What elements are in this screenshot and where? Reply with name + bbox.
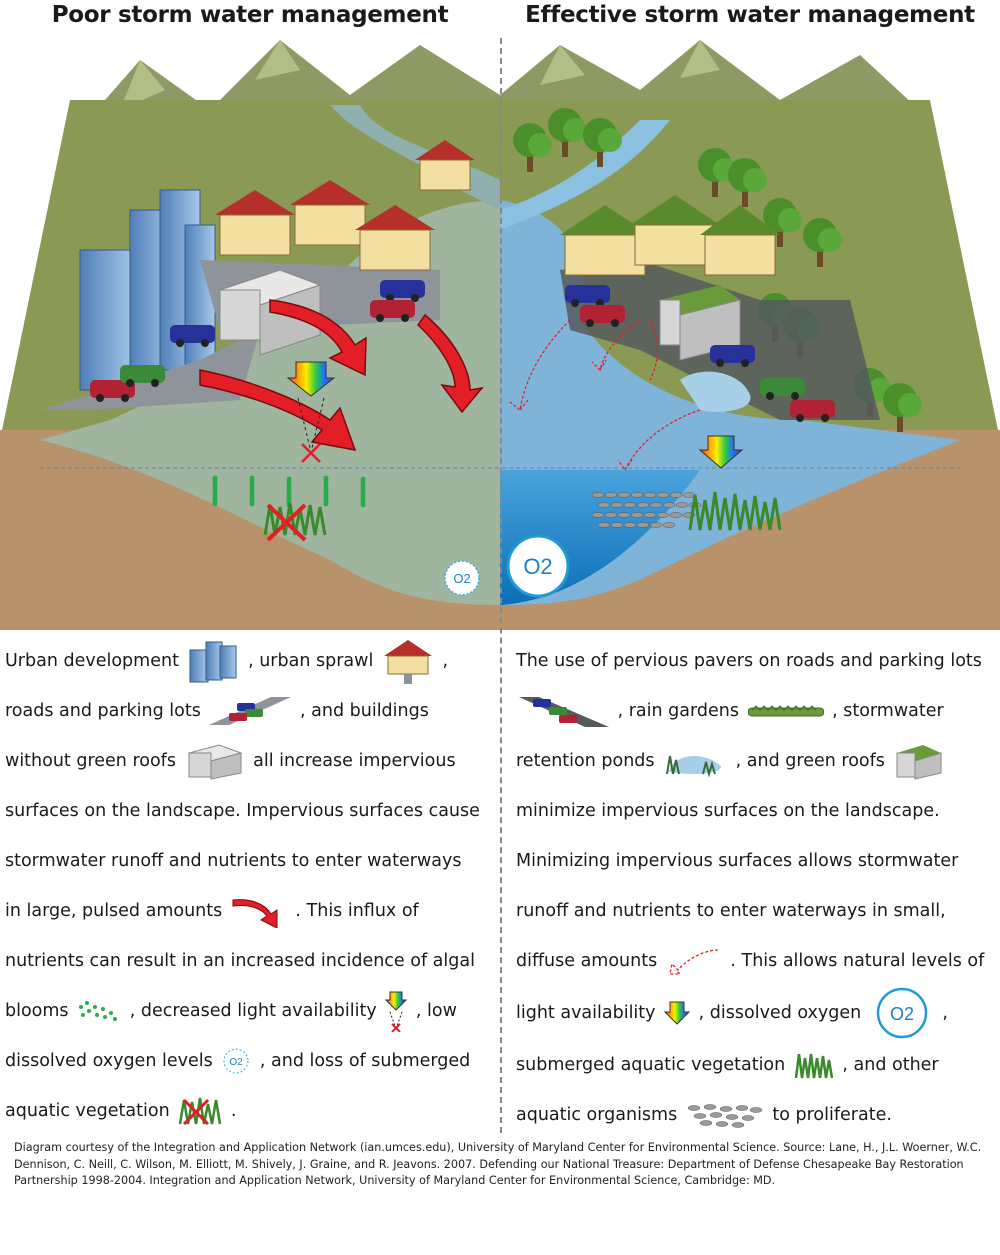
retention-pond-icon (666, 755, 722, 778)
skyscrapers (79, 189, 216, 391)
text-line: diffuse amounts (516, 951, 658, 971)
algal-bloom (212, 475, 366, 508)
text-line: , rain gardens (617, 701, 739, 721)
pulsed-runoff-arrows (199, 299, 484, 451)
skyscraper-icon (189, 641, 237, 683)
dissolved-oxygen-small-icon: O2 (876, 987, 928, 1039)
text-line: , and buildings (300, 701, 429, 721)
poor-management-description: Urban development , urban sprawl , roads… (5, 636, 495, 1136)
natural-light-icon (698, 435, 744, 469)
submerged-vegetation (688, 491, 782, 531)
text-line: . This influx of (295, 901, 419, 921)
tree (883, 383, 922, 432)
dissolved-oxygen-icon: O2 (506, 534, 570, 598)
text-line: without green roofs (5, 751, 176, 771)
text-line: , (942, 1003, 948, 1023)
decreased-light-icon (286, 361, 336, 463)
text-line: to proliferate. (772, 1105, 892, 1125)
text-line: submerged aquatic vegetation (516, 1055, 786, 1075)
pulsed-arrow-icon (232, 899, 278, 928)
fish-icon (687, 1104, 763, 1128)
text-line: , dissolved oxygen (698, 1003, 862, 1023)
parking-lot-left (40, 330, 260, 410)
tree (728, 158, 767, 207)
houses-green-roof (560, 195, 780, 276)
text-line: retention ponds (516, 751, 655, 771)
text-line: , stormwater (832, 701, 944, 721)
text-line: minimize impervious surfaces on the land… (516, 801, 940, 821)
lost-vegetation (263, 502, 327, 542)
house-icon (383, 640, 432, 684)
retention-pond (680, 371, 751, 412)
tree (513, 123, 552, 172)
text-line: , and other (842, 1055, 939, 1075)
svg-text:O2: O2 (523, 554, 552, 579)
text-line: , urban sprawl (248, 651, 374, 671)
effective-management-description: The use of pervious pavers on roads and … (516, 636, 1000, 1140)
tree (548, 108, 587, 157)
cars-right (565, 285, 835, 422)
text-line: aquatic vegetation (5, 1101, 170, 1121)
text-line: . This allows natural levels of (730, 951, 985, 971)
text-line: dissolved oxygen levels (5, 1051, 213, 1071)
diffuse-runoff-arrows (509, 319, 701, 472)
low-light-icon (385, 991, 408, 1032)
text-line: , decreased light availability (129, 1001, 377, 1021)
text-line: , (442, 651, 449, 671)
text-line: Urban development (5, 651, 179, 671)
pervious-pavers-icon (519, 697, 609, 727)
text-line: stormwater runoff and nutrients to enter… (5, 851, 462, 871)
text-line: nutrients can result in an increased inc… (5, 951, 475, 971)
tree (583, 118, 622, 167)
text-line: light availability (516, 1003, 656, 1023)
text-line: surfaces on the landscape. Impervious su… (5, 801, 480, 821)
text-line: runoff and nutrients to enter waterways … (516, 901, 946, 921)
text-line: The use of pervious pavers on roads and … (516, 651, 982, 671)
text-line: blooms (5, 1001, 69, 1021)
text-line: . (230, 1101, 237, 1121)
tree (803, 218, 842, 267)
rain-garden-icon (747, 705, 824, 717)
svg-text:O2: O2 (890, 1004, 914, 1024)
building-icon (186, 744, 243, 780)
text-line: , and loss of submerged (259, 1051, 471, 1071)
vegetation-icon (794, 1053, 834, 1079)
svg-text:O2: O2 (230, 1057, 244, 1068)
cars-left (90, 280, 425, 402)
tree (763, 198, 802, 247)
center-divider (500, 38, 502, 1133)
text-line: in large, pulsed amounts (5, 901, 223, 921)
title-effective-management: Effective storm water management (525, 2, 975, 28)
green-roof-icon (896, 745, 942, 780)
text-line: aquatic organisms (516, 1105, 678, 1125)
houses-red-roof (215, 140, 475, 271)
text-line: Minimizing impervious surfaces allows st… (516, 851, 959, 871)
title-poor-management: Poor storm water management (51, 2, 449, 28)
algae-icon (79, 1001, 118, 1021)
text-line: , low (415, 1001, 457, 1021)
effective-river (500, 120, 670, 230)
diffuse-arrow-icon (669, 949, 718, 975)
credit-text: Diagram courtesy of the Integration and … (14, 1141, 982, 1187)
low-oxygen-icon: O2 (444, 560, 480, 596)
text-line: , and green roofs (735, 751, 885, 771)
low-oxygen-small-icon: O2 (223, 1048, 249, 1074)
text-line: roads and parking lots (5, 701, 201, 721)
lost-vegetation-icon (179, 1097, 222, 1126)
parking-lot-icon (209, 697, 292, 725)
text-line: all increase impervious (253, 751, 456, 771)
aquatic-organisms (591, 492, 702, 528)
light-icon (664, 1001, 691, 1025)
svg-text:O2: O2 (453, 571, 470, 586)
